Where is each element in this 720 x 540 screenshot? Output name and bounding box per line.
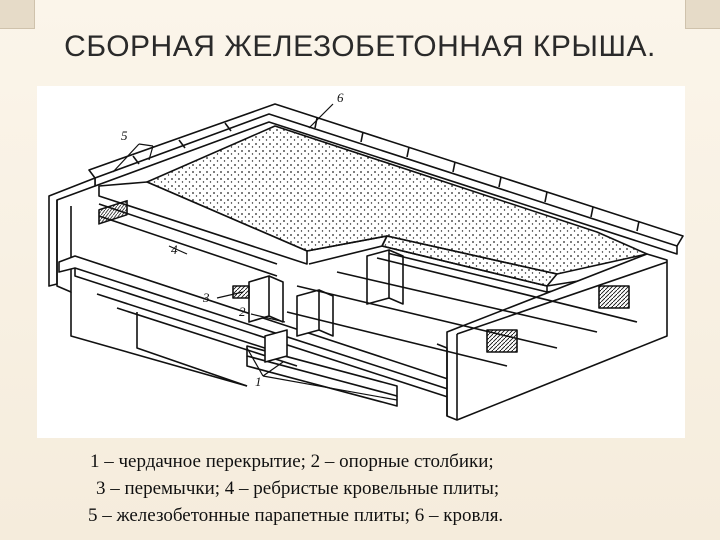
callout-5: 5 <box>121 128 128 143</box>
corner-decoration-left <box>0 0 35 29</box>
callout-3: 3 <box>202 290 210 305</box>
callout-1: 1 <box>255 374 262 389</box>
support-posts <box>232 249 404 363</box>
callout-leaders <box>112 103 398 401</box>
legend-line-1: 1 – чердачное перекрытие; 2 – опорные ст… <box>90 451 494 472</box>
callout-2: 2 <box>239 304 246 319</box>
callout-6: 6 <box>337 90 344 105</box>
roof-diagram: 5 6 4 3 2 1 <box>37 86 685 438</box>
roof-beams <box>98 203 638 367</box>
corner-decoration-right <box>685 0 720 29</box>
callout-4: 4 <box>171 242 178 257</box>
legend-line-3: 5 – железобетонные парапетные плиты; 6 –… <box>88 505 504 526</box>
legend-line-2: 3 – перемычки; 4 – ребристые кровельные … <box>96 478 500 499</box>
slide-title: СБОРНАЯ ЖЕЛЕЗОБЕТОННАЯ КРЫША. <box>64 30 656 63</box>
front-side-wall <box>436 253 668 421</box>
legend-caption: 1 – чердачное перекрытие; 2 – опорные ст… <box>60 448 660 529</box>
roof-drawing: 5 6 4 3 2 1 <box>48 90 684 421</box>
